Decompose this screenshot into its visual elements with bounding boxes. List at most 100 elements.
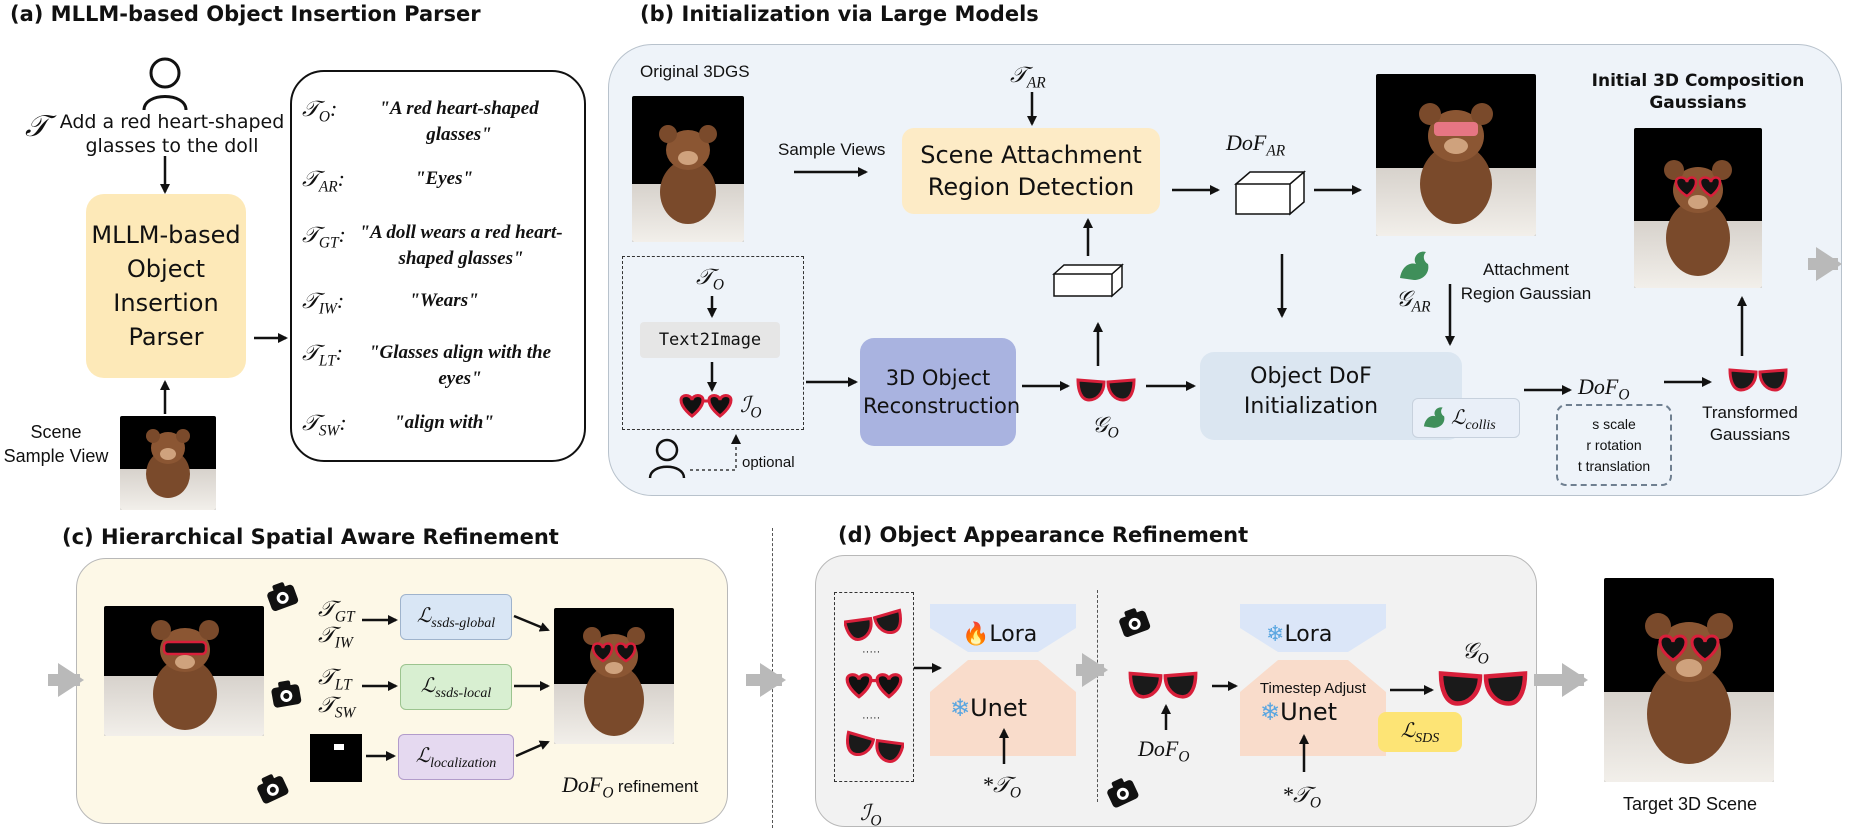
localization-loss-box: ℒlocalization: [398, 734, 514, 780]
multiview-dots-1: ·····: [862, 646, 881, 658]
tau-lt-label: 𝒯LT: [318, 664, 352, 694]
lora-unet-2-shape: [1240, 604, 1386, 756]
camera-icon-3: [257, 774, 289, 804]
target-3d-scene-label: Target 3D Scene: [1622, 794, 1758, 814]
parsed-item-tsw: 𝒯SW: "align with": [302, 410, 494, 440]
object-cube-icon: [1052, 263, 1124, 298]
snowflake-icon: ❄: [1266, 622, 1285, 647]
initial-composition-title: Initial 3D Composition Gaussians: [1591, 71, 1805, 113]
dof-param-translation: t translation: [1577, 458, 1651, 474]
dof-params-box: s scale r rotation t translation: [1556, 404, 1672, 486]
camera-icon-1: [267, 582, 299, 611]
panel-c-title: (c) Hierarchical Spatial Aware Refinemen…: [62, 525, 559, 549]
tau-sw-label: 𝒯SW: [318, 692, 356, 722]
snowflake-icon: ❄: [1260, 698, 1281, 726]
mllm-parser-label: MLLM-based Object Insertion Parser: [91, 221, 241, 351]
text2image-dashed-box: [622, 256, 804, 430]
multiview-glasses-3: [846, 730, 904, 763]
mllm-parser-box: MLLM-based Object Insertion Parser: [86, 194, 246, 378]
attachment-region-gaussian-label: Attachment Region Gaussian: [1460, 260, 1592, 303]
refine-input-image: [104, 606, 264, 736]
g-ar-label: 𝒢AR: [1396, 286, 1431, 316]
ssds-global-loss-box: ℒssds-global: [400, 594, 512, 640]
reconstructed-glasses-icon: [1076, 378, 1136, 402]
object-reconstruction-label: 3D Object Reconstruction: [863, 366, 1021, 418]
text2image-box: Text2Image: [640, 322, 780, 358]
object-reconstruction-box: 3D Object Reconstruction: [860, 338, 1021, 446]
sample-views-label: Sample Views: [778, 140, 886, 159]
scene-sample-view-label: Scene Sample View: [3, 422, 109, 466]
timestep-adjust-label: Timestep Adjust: [1259, 680, 1367, 697]
red-glasses-icon: [679, 394, 733, 418]
parsed-item-tar: 𝒯AR: "Eyes": [302, 166, 474, 196]
initial-composition-image: [1634, 128, 1762, 288]
multiview-glasses-2: [845, 673, 903, 699]
sds-loss-box: ℒSDS: [1378, 712, 1462, 752]
dof-ar-label: DoFAR: [1226, 130, 1286, 160]
tau-iw-label: 𝒯IW: [318, 622, 353, 652]
g-o-label-d: 𝒢O: [1462, 638, 1489, 668]
scene-attachment-detection-box: Scene Attachment Region Detection: [902, 128, 1160, 214]
scene-sample-view-image: [120, 416, 216, 510]
ssds-local-loss-box: ℒssds-local: [400, 664, 512, 710]
refined-output-image: [554, 608, 674, 744]
target-3d-scene-image: [1604, 578, 1774, 782]
fire-icon: 🔥: [962, 622, 990, 647]
parsed-item-to: 𝒯O: "A red heart-shaped glasses": [302, 96, 539, 145]
instruction-text: Add a red heart-shaped glasses to the do…: [59, 111, 285, 157]
lora-unet-1-shape: [930, 604, 1076, 756]
multiview-dashed-box: [834, 592, 914, 782]
transformed-gaussians-label: Transformed Gaussians: [1702, 403, 1798, 444]
i-o-label: ℐO: [740, 392, 762, 422]
tau-ar-label: 𝒯AR: [1010, 62, 1046, 92]
instruction-tau-symbol: 𝒯: [25, 110, 48, 143]
dof-param-rotation: r rotation: [1586, 437, 1642, 453]
optional-label: optional: [742, 454, 795, 471]
text2image-label: Text2Image: [658, 330, 762, 350]
attachment-gaussian-icon: [1400, 251, 1429, 280]
parsed-item-tiw: 𝒯IW: "Wears": [302, 288, 479, 318]
user-icon: [142, 57, 188, 111]
dof-refinement-label: DoFO refinement: [562, 772, 699, 802]
original-3dgs-label: Original 3DGS: [640, 62, 750, 81]
panel-d-title: (d) Object Appearance Refinement: [838, 523, 1249, 547]
panel-b-title: (b) Initialization via Large Models: [640, 2, 1039, 26]
lora-1-label: 🔥Lora: [962, 622, 1038, 647]
final-glasses-icon: [1438, 671, 1528, 706]
user-icon-optional: [648, 438, 686, 479]
attachment-region-image: [1376, 74, 1536, 236]
scene-attachment-detection-label: Scene Attachment Region Detection: [920, 141, 1142, 201]
dof-o-label: DoFO: [1578, 374, 1630, 404]
tau-gt-label: 𝒯GT: [318, 596, 355, 626]
dof-param-scale: s scale: [1592, 416, 1636, 432]
optimizing-glasses-icon: [1128, 671, 1198, 699]
object-dof-init-label: Object DoF Initialization: [1243, 364, 1379, 419]
i-o-label-d: ℐO: [860, 800, 882, 830]
parsed-item-tgt: 𝒯GT: "A doll wears a red heart-shaped gl…: [302, 222, 563, 269]
snowflake-icon: ❄: [950, 694, 971, 722]
tau-star-label-2: *𝒯O: [1282, 782, 1321, 812]
parsed-item-tlt: 𝒯LT: "Glasses align with the eyes": [302, 340, 552, 389]
panel-a-output-box: [290, 70, 586, 462]
multiview-glasses-1: [844, 608, 902, 641]
collision-gaussian-icon: [1423, 407, 1445, 428]
original-3dgs-image: [632, 96, 744, 242]
transformed-glasses-icon: [1728, 368, 1788, 392]
localization-mask-image: [310, 734, 362, 782]
tau-star-label-1: *𝒯O: [982, 772, 1021, 802]
panel-a-title: (a) MLLM-based Object Insertion Parser: [10, 2, 481, 26]
g-o-label: 𝒢O: [1092, 412, 1119, 442]
lora-2-label: ❄Lora: [1266, 622, 1333, 647]
panel-d-inner-separator: [1097, 590, 1098, 802]
unet-2-label: ❄Unet: [1260, 698, 1338, 726]
multiview-dots-2: ·····: [862, 712, 881, 724]
dof-o-label-d: DoFO: [1138, 736, 1190, 766]
camera-icon-5: [1107, 778, 1139, 808]
tau-o-label: 𝒯O: [696, 264, 724, 294]
camera-icon-2: [271, 680, 302, 708]
dof-ar-cube-icon: [1234, 170, 1306, 216]
object-dof-init-box: Object DoF Initialization: [1200, 352, 1462, 440]
camera-icon-4: [1119, 608, 1151, 637]
collision-loss-chip: ℒcollis: [1412, 398, 1520, 438]
